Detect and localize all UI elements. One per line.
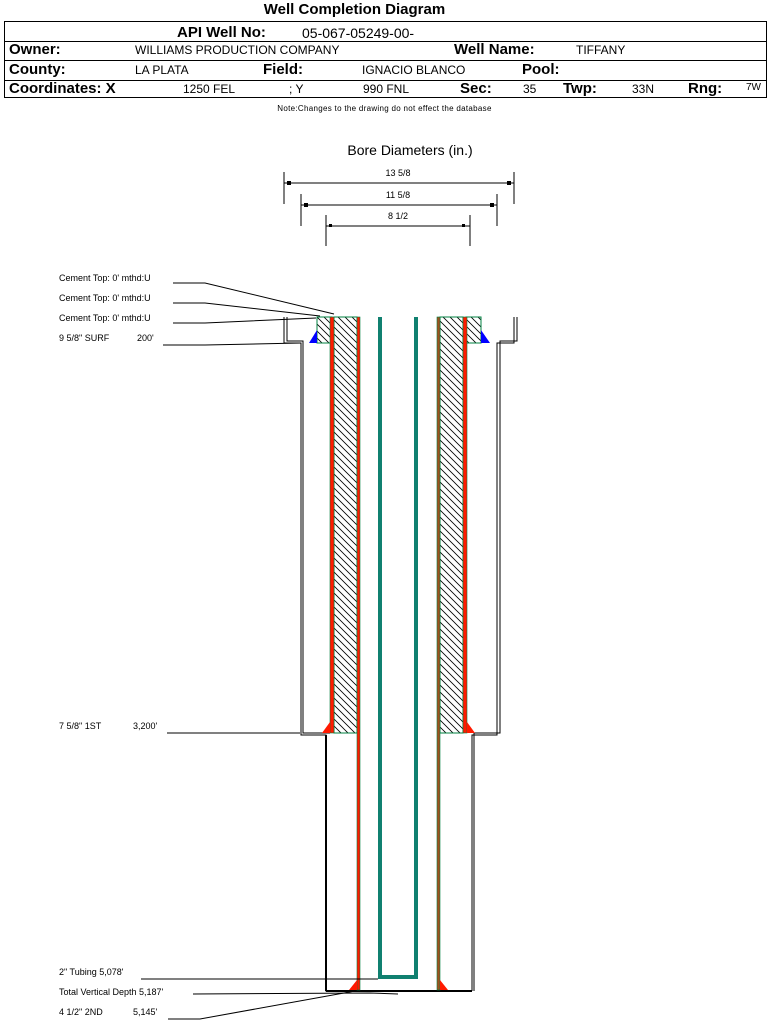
surface-hole [283, 317, 518, 992]
second-casing-size: 4 1/2" 2ND [59, 1007, 103, 1017]
field-value: IGNACIO BLANCO [362, 63, 466, 77]
well-info-header: API Well No: 05-067-05249-00- Owner: WIL… [4, 21, 767, 98]
cement-top-label-2: Cement Top: 0' mthd:U [59, 293, 151, 303]
first-casing-depth: 3,200' [133, 721, 158, 731]
bore-label-3: 8 1/2 [388, 211, 408, 221]
bore-label-1: 13 5/8 [385, 168, 410, 178]
tubing-label: 2" Tubing 5,078' [59, 967, 124, 977]
y-value: 990 FNL [363, 82, 410, 96]
sec-value: 35 [523, 82, 537, 96]
y-label: ; Y [289, 82, 304, 96]
cement-annulus-right [439, 316, 464, 734]
leader-lines [141, 282, 399, 1020]
field-label: Field: [263, 61, 303, 78]
bore-label-2: 11 5/8 [386, 190, 410, 200]
county-value: LA PLATA [135, 63, 189, 77]
cement-top-label-1: Cement Top: 0' mthd:U [59, 273, 151, 283]
cement-top-label-3: Cement Top: 0' mthd:U [59, 313, 151, 323]
casing-shoe-2nd-right [440, 980, 448, 990]
bore-dimension-3: 8 1/2 [325, 211, 471, 246]
casing-2nd-left [356, 316, 361, 991]
cement-annulus-left [333, 316, 358, 734]
casing-shoe-2nd-left [349, 980, 357, 990]
cement-shoe-surf-left [309, 330, 317, 343]
bore-dimension-1: 13 5/8 [283, 168, 515, 204]
first-casing-size: 7 5/8" 1ST [59, 721, 102, 731]
well-name-value: TIFFANY [576, 43, 626, 57]
twp-label: Twp: [563, 80, 597, 97]
bore-dimension-2: 11 5/8 [300, 190, 498, 226]
cement-shoe-surf-right [481, 330, 490, 343]
cement-conductor-right [465, 316, 482, 344]
county-label: County: [9, 61, 66, 78]
owner-row: Owner: WILLIAMS PRODUCTION COMPANY Well … [5, 41, 766, 61]
sec-label: Sec: [460, 80, 492, 97]
casing-1st-right [462, 316, 468, 734]
page-title: Well Completion Diagram [263, 1, 446, 18]
coords-label: Coordinates: X [9, 80, 116, 97]
well-name-label: Well Name: [454, 41, 535, 58]
casing-shoe-1st-left [322, 722, 330, 733]
county-row: County: LA PLATA Field: IGNACIO BLANCO P… [5, 61, 766, 81]
pool-label: Pool: [522, 61, 560, 78]
api-row: API Well No: 05-067-05249-00- [5, 22, 766, 42]
coords-row: Coordinates: X 1250 FEL ; Y 990 FNL Sec:… [5, 80, 766, 99]
owner-value: WILLIAMS PRODUCTION COMPANY [135, 43, 340, 57]
rng-value: 7W [746, 82, 761, 93]
database-note: Note:Changes to the drawing do not effec… [277, 104, 492, 113]
casing-1st-left [329, 316, 335, 734]
bore-title: Bore Diameters (in.) [347, 142, 472, 158]
x-value: 1250 FEL [183, 82, 236, 96]
casing-2nd-right [436, 316, 441, 991]
second-casing-depth: 5,145' [133, 1007, 158, 1017]
api-value: 05-067-05249-00- [302, 25, 415, 41]
tvd-label: Total Vertical Depth 5,187' [59, 987, 164, 997]
rng-label: Rng: [688, 80, 723, 97]
casing-shoe-1st-right [467, 722, 475, 733]
tubing-string [378, 317, 418, 979]
api-label: API Well No: [177, 24, 266, 41]
surf-casing-depth: 200' [137, 333, 154, 343]
surf-casing-size: 9 5/8" SURF [59, 333, 110, 343]
owner-label: Owner: [9, 41, 61, 58]
twp-value: 33N [632, 82, 655, 96]
